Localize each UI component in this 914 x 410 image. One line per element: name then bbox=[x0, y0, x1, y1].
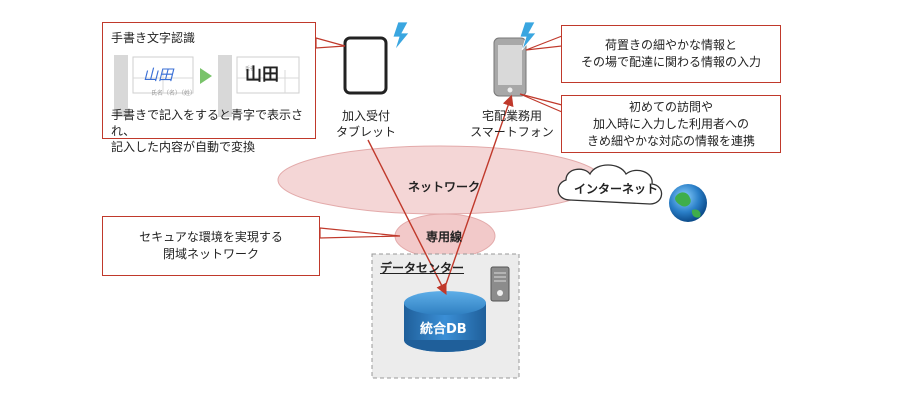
db-label: 統合DB bbox=[420, 322, 467, 337]
arrow-right-icon bbox=[200, 68, 212, 84]
tablet-icon bbox=[343, 36, 388, 95]
handwriting-callout: 手書き文字認識 氏名（名）（姓） 山田 氏名 山田 手書きで記入をすると青字で表… bbox=[102, 22, 316, 154]
network-label: ネットワーク bbox=[408, 180, 481, 194]
tablet-label: 加入受付 タブレット bbox=[335, 109, 396, 139]
globe-icon bbox=[669, 184, 707, 222]
handwriting-description: 手書きで記入をすると青字で表示され、 記入した内容が自動で変換 bbox=[111, 108, 304, 154]
handwriting-demo-right bbox=[218, 55, 300, 117]
callout-pointer bbox=[319, 227, 401, 239]
datacenter-label: データセンター bbox=[380, 261, 465, 275]
database-icon bbox=[404, 291, 486, 352]
smartphone-icon bbox=[493, 37, 527, 97]
cloud-icon bbox=[557, 164, 663, 205]
callout-input-info: 荷置きの細やかな情報と その場で配達に関わる情報の入力 bbox=[561, 25, 781, 83]
converted-sample: 山田 bbox=[245, 65, 279, 85]
tablet-to-db-arrow bbox=[367, 139, 447, 295]
internet-label: インターネット bbox=[574, 182, 659, 196]
callout-pointer bbox=[315, 37, 346, 49]
db-to-phone-arrow bbox=[443, 94, 514, 291]
handwriting-title: 手書き文字認識 bbox=[111, 31, 196, 45]
handwritten-sample: 山田 bbox=[143, 66, 174, 84]
dedicated-line-label: 専用線 bbox=[426, 230, 463, 244]
form-hint-left: 氏名（名）（姓） bbox=[151, 90, 197, 97]
server-icon bbox=[490, 266, 510, 302]
smartphone-label: 宅配業務用 スマートフォン bbox=[470, 109, 554, 139]
lightning-icon bbox=[392, 21, 410, 51]
lightning-icon bbox=[519, 21, 537, 51]
handwriting-demo-left bbox=[114, 55, 194, 117]
form-hint-right: 氏名 bbox=[245, 66, 256, 72]
callout-share-info: 初めての訪問や 加入時に入力した利用者への きめ細やかな対応の情報を連携 bbox=[561, 95, 781, 153]
callout-closed-network: セキュアな環境を実現する 閉域ネットワーク bbox=[102, 216, 320, 276]
